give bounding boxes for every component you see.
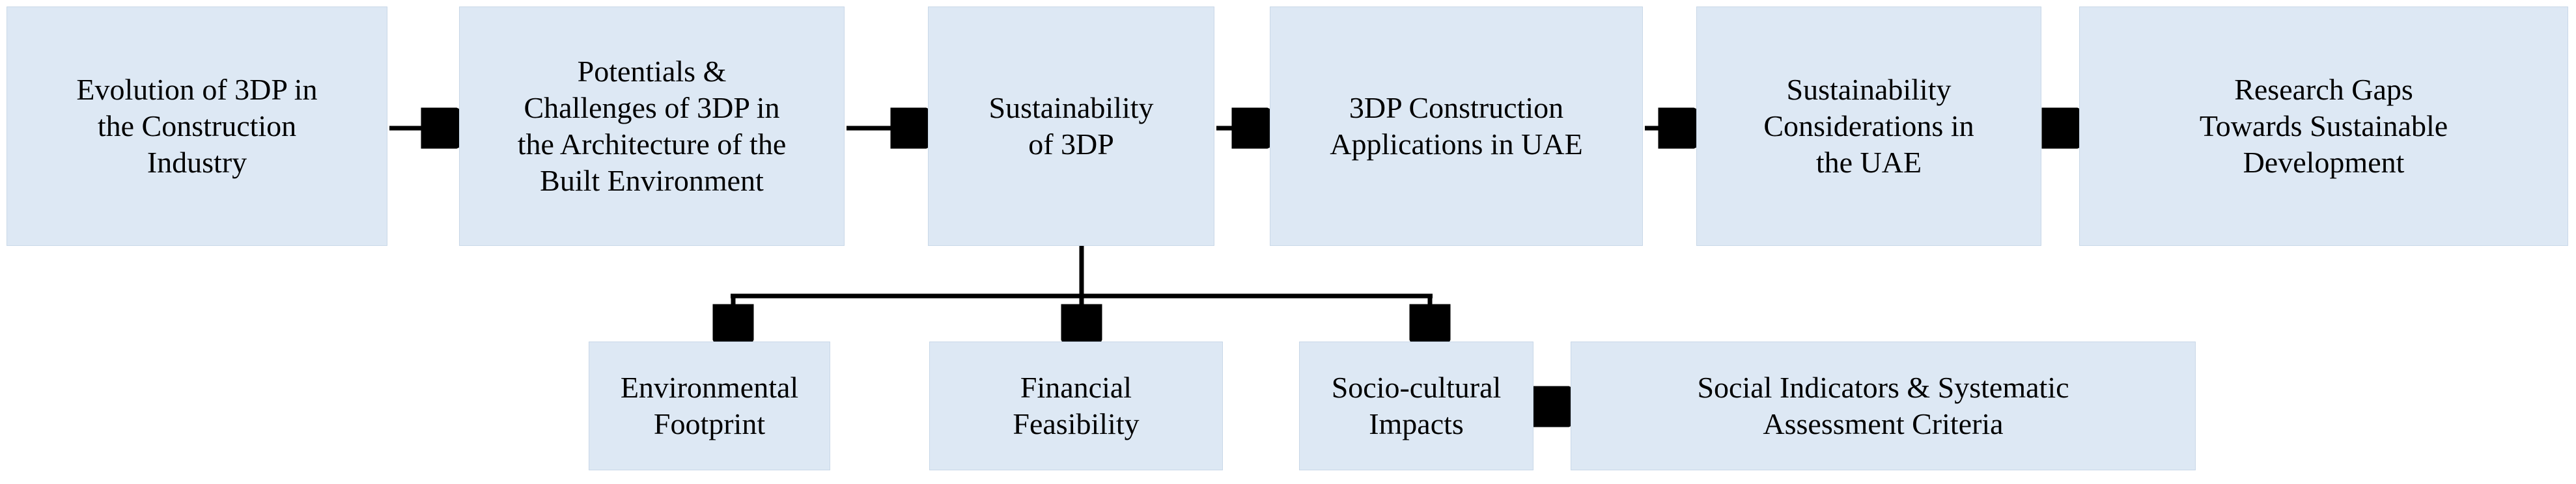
node-research-gaps[interactable]: Research Gaps Towards Sustainable Develo… xyxy=(2079,7,2568,246)
node-environmental-footprint[interactable]: Environmental Footprint xyxy=(589,342,830,470)
node-potentials-challenges[interactable]: Potentials & Challenges of 3DP in the Ar… xyxy=(459,7,845,246)
node-label: Sustainability Considerations in the UAE xyxy=(1763,72,1974,180)
node-label: Financial Feasibility xyxy=(1013,370,1140,440)
node-sustainability-of-3dp[interactable]: Sustainability of 3DP xyxy=(928,7,1214,246)
node-label: Sustainability of 3DP xyxy=(988,90,1154,161)
node-label: Potentials & Challenges of 3DP in the Ar… xyxy=(517,54,787,198)
node-socio-cultural-impacts[interactable]: Socio-cultural Impacts xyxy=(1299,342,1533,470)
node-evolution-of-3dp[interactable]: Evolution of 3DP in the Construction Ind… xyxy=(7,7,387,246)
node-3dp-construction-applications-uae[interactable]: 3DP Construction Applications in UAE xyxy=(1270,7,1643,246)
node-label: 3DP Construction Applications in UAE xyxy=(1330,90,1583,161)
node-label: Socio-cultural Impacts xyxy=(1331,370,1502,440)
node-label: Evolution of 3DP in the Construction Ind… xyxy=(76,72,318,180)
node-label: Social Indicators & Systematic Assessmen… xyxy=(1697,370,2069,440)
node-sustainability-considerations-uae[interactable]: Sustainability Considerations in the UAE xyxy=(1696,7,2041,246)
node-social-indicators-assessment-criteria[interactable]: Social Indicators & Systematic Assessmen… xyxy=(1571,342,2196,470)
node-label: Research Gaps Towards Sustainable Develo… xyxy=(2199,72,2448,180)
node-label: Environmental Footprint xyxy=(620,370,799,440)
node-financial-feasibility[interactable]: Financial Feasibility xyxy=(929,342,1223,470)
